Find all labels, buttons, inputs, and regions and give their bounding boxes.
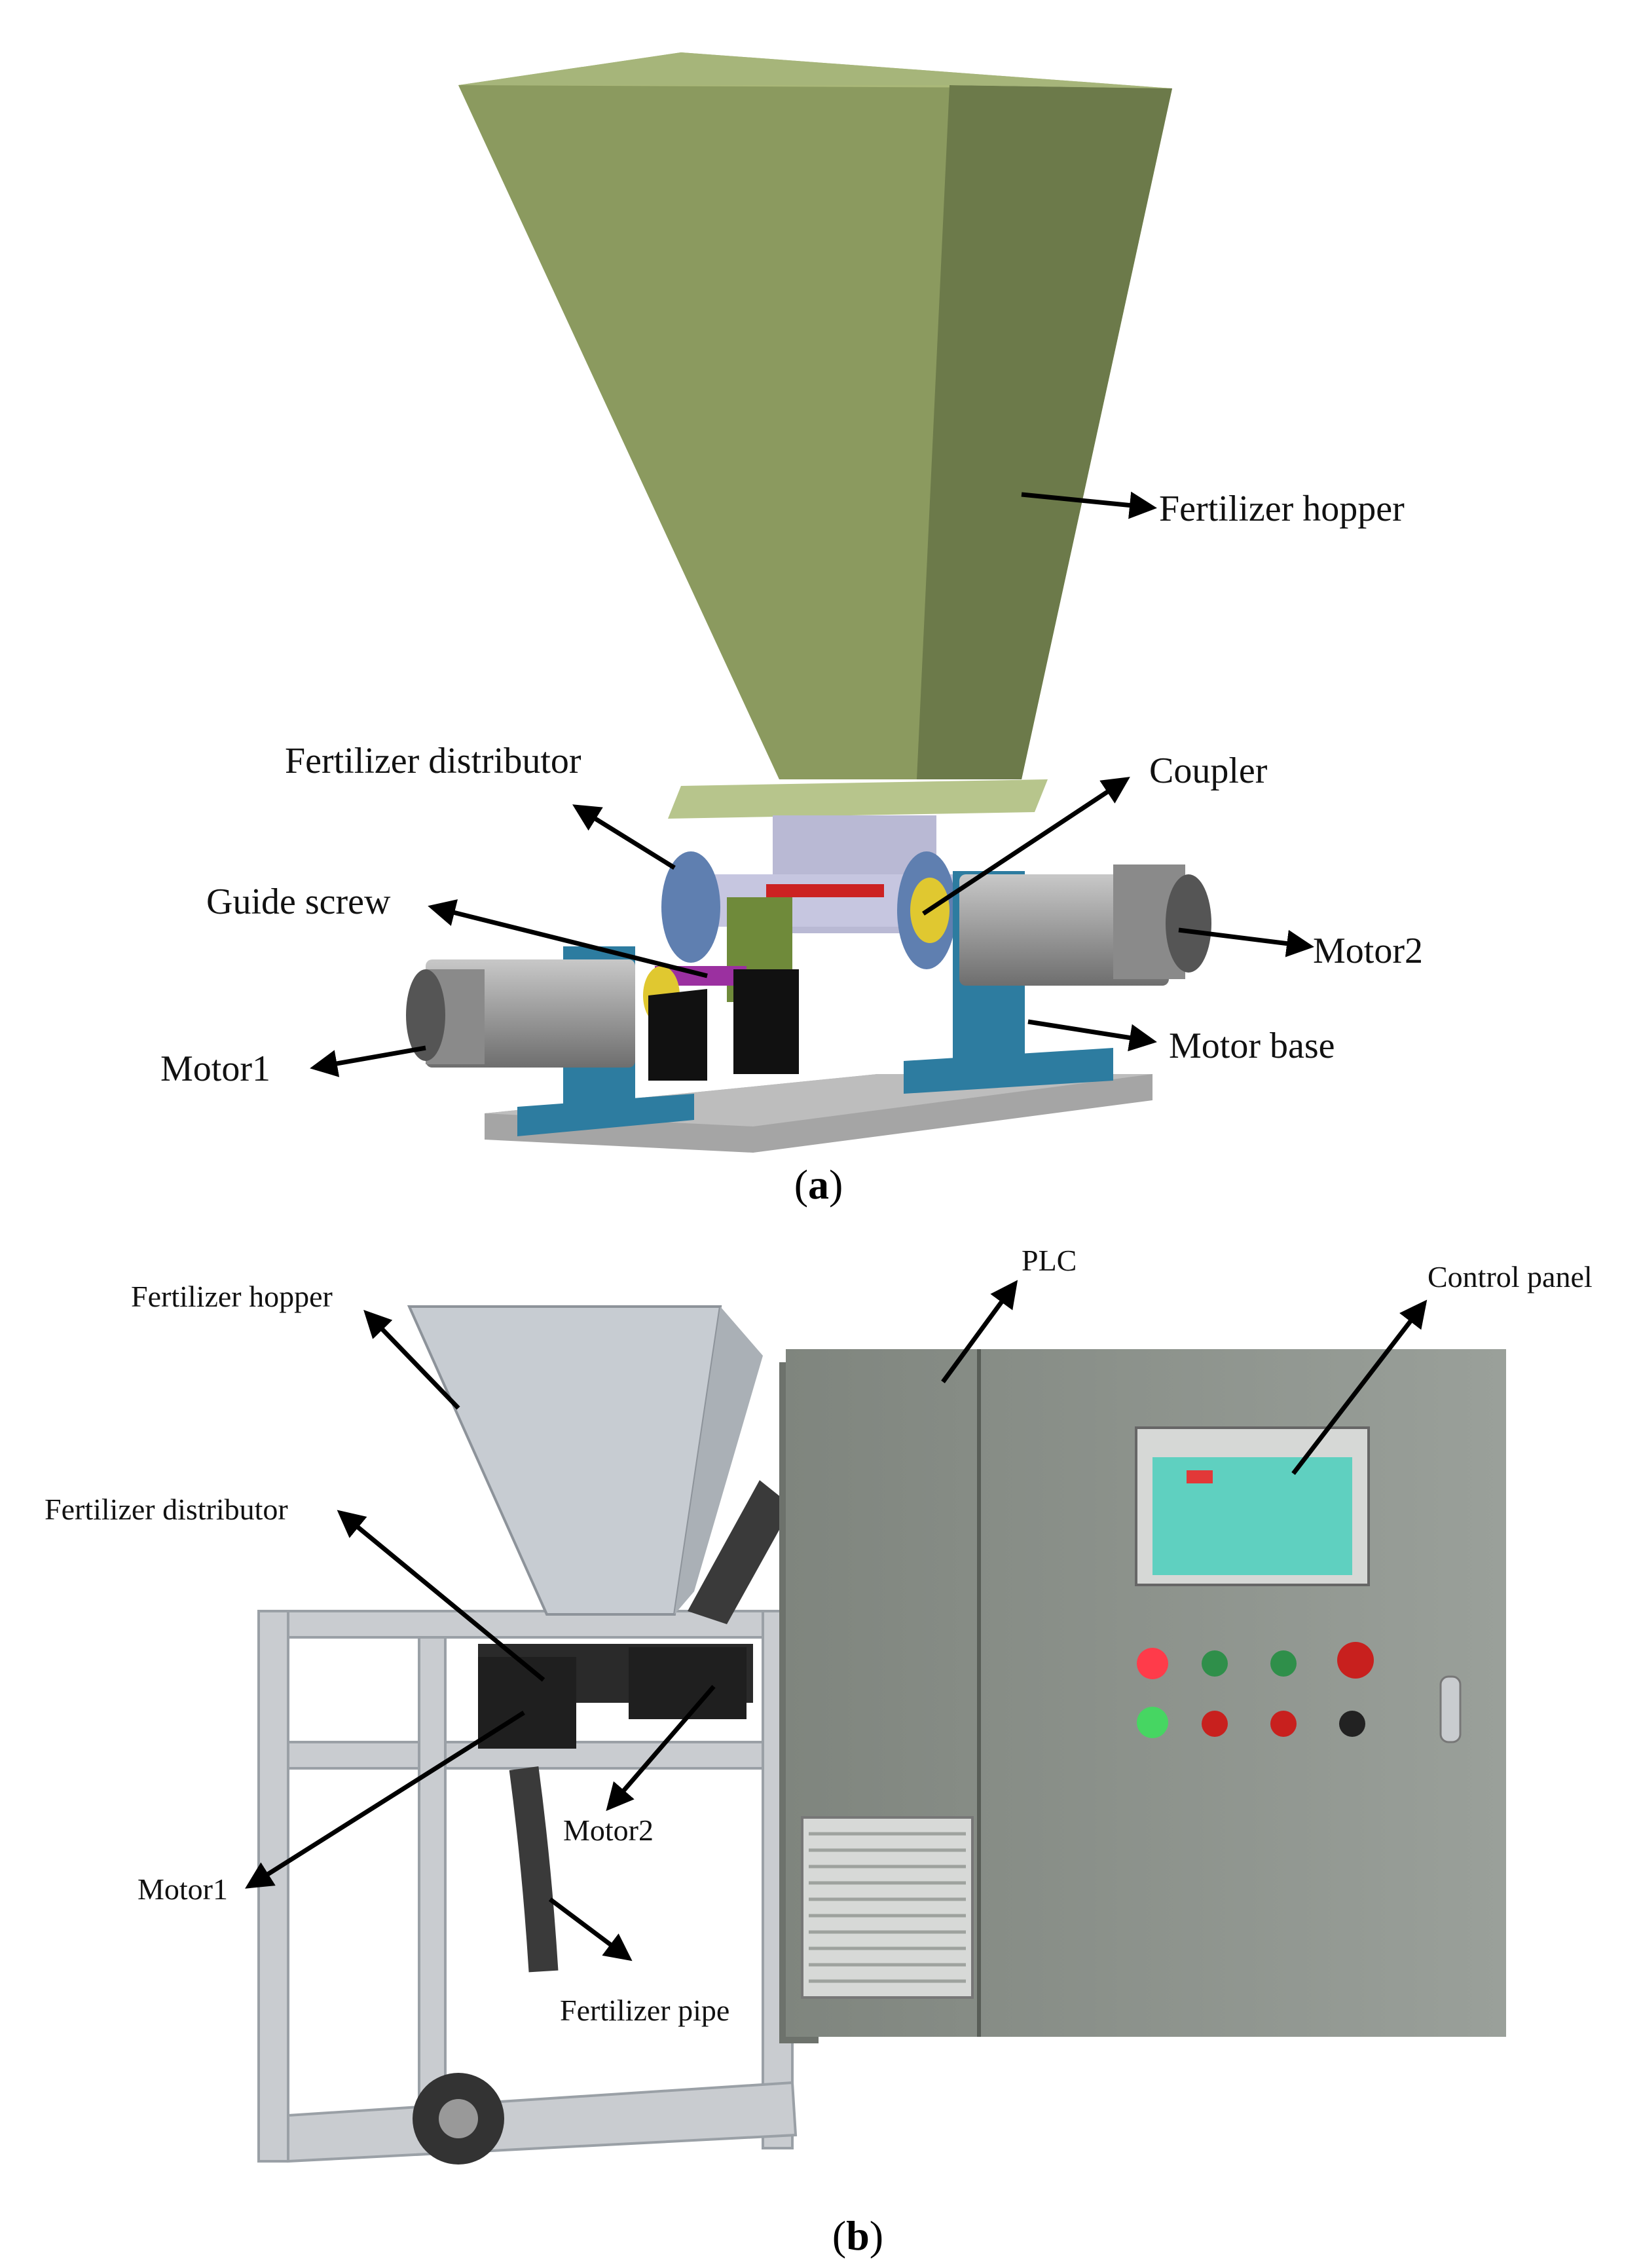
- left-flange: [661, 851, 720, 963]
- arrow-a-guide-screw: [428, 899, 708, 978]
- panel-b-labels: Fertilizer hopper PLC Control panel Fert…: [45, 1244, 1593, 2027]
- motor1-3d: [406, 959, 635, 1068]
- black-support-left: [648, 989, 707, 1081]
- arrow-b-control-panel: [1291, 1299, 1428, 1476]
- motor2-3d: [959, 864, 1211, 986]
- arrow-a-hopper: [1021, 491, 1157, 519]
- indicator-light-red: [1137, 1648, 1168, 1679]
- arrow-a-distributor: [572, 804, 676, 870]
- arrow-b-motor2: [606, 1684, 716, 1812]
- label-b-fertilizer-pipe: Fertilizer pipe: [560, 1994, 729, 2027]
- label-b-motor1: Motor1: [138, 1872, 228, 1906]
- door-handle: [1439, 1675, 1462, 1743]
- arrow-b-distributor: [337, 1510, 545, 1682]
- guide-screw-part: [766, 884, 884, 897]
- label-a-motor-base: Motor base: [1169, 1026, 1335, 1066]
- caption-b: (b): [832, 2212, 883, 2259]
- label-b-motor2: Motor2: [563, 1813, 654, 1847]
- arrow-b-plc: [941, 1280, 1018, 1384]
- label-a-coupler: Coupler: [1149, 751, 1268, 791]
- hopper-photo: [407, 1305, 722, 1616]
- label-b-control-panel: Control panel: [1428, 1260, 1593, 1293]
- control-panel-screen: [1152, 1457, 1352, 1575]
- panel-a-labels: Fertilizer hopper Fertilizer distributor…: [160, 489, 1423, 1089]
- arrow-b-motor1: [245, 1711, 525, 1889]
- motor2-photo: [629, 1647, 747, 1719]
- panel-a-illustration: [406, 52, 1211, 1153]
- arrow-a-motor1: [310, 1045, 426, 1077]
- panel-b-illustration: [257, 1305, 1506, 2165]
- arrow-a-motor-base: [1027, 1019, 1157, 1052]
- vent-grille: [801, 1816, 974, 1999]
- label-b-fertilizer-distributor: Fertilizer distributor: [45, 1493, 288, 1526]
- arrow-b-hopper: [363, 1309, 460, 1410]
- label-a-fertilizer-hopper: Fertilizer hopper: [1159, 489, 1405, 529]
- arrow-a-motor2: [1178, 927, 1314, 957]
- control-cabinet: [779, 1349, 1506, 2043]
- label-a-motor2: Motor2: [1313, 931, 1423, 971]
- arrow-a-coupler: [922, 777, 1130, 916]
- indicator-light-green: [1137, 1707, 1168, 1738]
- label-b-fertilizer-hopper: Fertilizer hopper: [131, 1280, 333, 1313]
- panel-b-arrows: [245, 1280, 1428, 1961]
- label-a-motor1: Motor1: [160, 1049, 270, 1089]
- label-a-guide-screw: Guide screw: [206, 882, 391, 922]
- caption-b-letter: b: [846, 2212, 870, 2259]
- hopper-3d: [458, 52, 1172, 819]
- black-support-right: [733, 969, 799, 1074]
- arrow-b-fertilizer-pipe: [548, 1897, 633, 1961]
- caption-a-letter: a: [808, 1161, 829, 1208]
- panel-a-arrows: [310, 491, 1314, 1077]
- fertilizer-pipe-photo: [509, 1766, 559, 1973]
- label-a-fertilizer-distributor: Fertilizer distributor: [285, 741, 581, 781]
- label-b-plc: PLC: [1022, 1244, 1077, 1277]
- caption-a: (a): [794, 1161, 843, 1208]
